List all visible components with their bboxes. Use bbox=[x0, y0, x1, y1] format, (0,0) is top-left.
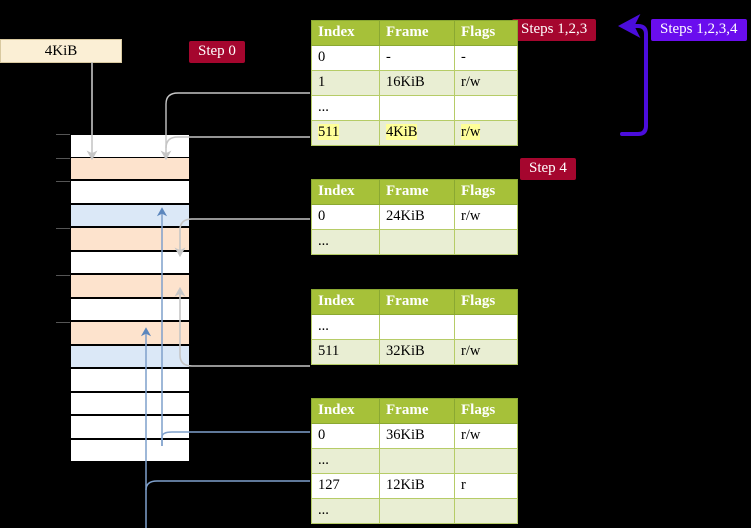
table-cell: r/w bbox=[454, 70, 518, 96]
memory-frame-row bbox=[70, 180, 190, 204]
column-header-flags: Flags bbox=[454, 289, 518, 315]
memory-frame-row bbox=[70, 156, 190, 180]
memory-frame-row bbox=[70, 274, 190, 298]
table-cell bbox=[454, 448, 518, 474]
table-cell: 511 bbox=[311, 120, 380, 146]
table-row: ... bbox=[311, 229, 518, 255]
table-cell: 0 bbox=[311, 204, 380, 230]
physical-memory-column bbox=[56, 134, 190, 462]
table-cell bbox=[454, 498, 518, 524]
table-row: 0-- bbox=[311, 45, 518, 71]
table-row: ... bbox=[311, 314, 518, 340]
wire-pd-frame bbox=[174, 286, 310, 367]
column-header-index: Index bbox=[311, 179, 380, 205]
table-row: ... bbox=[311, 498, 518, 524]
memory-row-tick bbox=[56, 322, 70, 323]
kib-frame-label: 4KiB bbox=[44, 42, 78, 59]
kib-frame-box: 4KiB bbox=[0, 39, 122, 63]
table-cell bbox=[379, 314, 455, 340]
memory-frame-row bbox=[70, 134, 190, 158]
memory-frame-row bbox=[70, 368, 190, 392]
wire-pdp-frame bbox=[174, 218, 310, 258]
table-cell: 0 bbox=[311, 45, 380, 71]
column-header-flags: Flags bbox=[454, 179, 518, 205]
wire-pt-entry127 bbox=[145, 480, 310, 528]
memory-frame-row bbox=[70, 250, 190, 274]
table-cell: ... bbox=[311, 498, 380, 524]
table-cell: ... bbox=[311, 448, 380, 474]
column-header-frame: Frame bbox=[379, 289, 455, 315]
memory-row-tick bbox=[56, 275, 70, 276]
table-cell: ... bbox=[311, 229, 380, 255]
memory-frame-row bbox=[70, 321, 190, 345]
steps123-label: Steps 1,2,3 bbox=[521, 21, 588, 37]
memory-frame-row bbox=[70, 391, 190, 415]
table-cell: 36KiB bbox=[379, 423, 455, 449]
steps-bracket-arrow bbox=[618, 14, 648, 136]
step0-badge: Step 0 bbox=[189, 41, 245, 63]
memory-frame-row bbox=[70, 344, 190, 368]
memory-row-tick bbox=[56, 228, 70, 229]
step0-label: Step 0 bbox=[198, 43, 236, 59]
table-row: ... bbox=[311, 95, 518, 121]
memory-frame-row bbox=[70, 203, 190, 227]
table-cell bbox=[454, 229, 518, 255]
memory-frame-row bbox=[70, 415, 190, 439]
column-header-frame: Frame bbox=[379, 398, 455, 424]
table-cell: ... bbox=[311, 314, 380, 340]
column-header-index: Index bbox=[311, 20, 380, 46]
table-cell: r/w bbox=[454, 120, 518, 146]
table-cell: 127 bbox=[311, 473, 380, 499]
table-cell: r/w bbox=[454, 339, 518, 365]
table-cell: r/w bbox=[454, 204, 518, 230]
table-cell: 4KiB bbox=[379, 120, 455, 146]
table-cell: 1 bbox=[311, 70, 380, 96]
column-header-flags: Flags bbox=[454, 20, 518, 46]
step4-label: Step 4 bbox=[529, 160, 567, 176]
steps1234-label: Steps 1,2,3,4 bbox=[660, 21, 738, 37]
table-cell: 32KiB bbox=[379, 339, 455, 365]
column-header-index: Index bbox=[311, 398, 380, 424]
step4-badge: Step 4 bbox=[520, 158, 576, 180]
table-cell: - bbox=[379, 45, 455, 71]
table-cell bbox=[379, 448, 455, 474]
steps123-badge: Steps 1,2,3 bbox=[512, 19, 597, 41]
table-cell: 24KiB bbox=[379, 204, 455, 230]
table-cell: - bbox=[454, 45, 518, 71]
table-cell: r bbox=[454, 473, 518, 499]
table-cell: 16KiB bbox=[379, 70, 455, 96]
column-header-frame: Frame bbox=[379, 179, 455, 205]
table-cell: ... bbox=[311, 95, 380, 121]
table-cell: 12KiB bbox=[379, 473, 455, 499]
memory-row-tick bbox=[56, 181, 70, 182]
steps1234-badge: Steps 1,2,3,4 bbox=[651, 19, 747, 41]
table-cell bbox=[379, 498, 455, 524]
table-cell bbox=[379, 229, 455, 255]
table-cell bbox=[454, 95, 518, 121]
memory-row-tick bbox=[56, 157, 70, 159]
memory-frame-row bbox=[70, 227, 190, 251]
table-cell: 511 bbox=[311, 339, 380, 365]
column-header-frame: Frame bbox=[379, 20, 455, 46]
memory-frame-row bbox=[70, 438, 190, 462]
column-header-flags: Flags bbox=[454, 398, 518, 424]
table-cell: r/w bbox=[454, 423, 518, 449]
table-row: ... bbox=[311, 448, 518, 474]
memory-frame-row bbox=[70, 297, 190, 321]
table-cell bbox=[379, 95, 455, 121]
table-cell: 0 bbox=[311, 423, 380, 449]
column-header-index: Index bbox=[311, 289, 380, 315]
table-cell bbox=[454, 314, 518, 340]
memory-row-tick bbox=[56, 134, 70, 135]
